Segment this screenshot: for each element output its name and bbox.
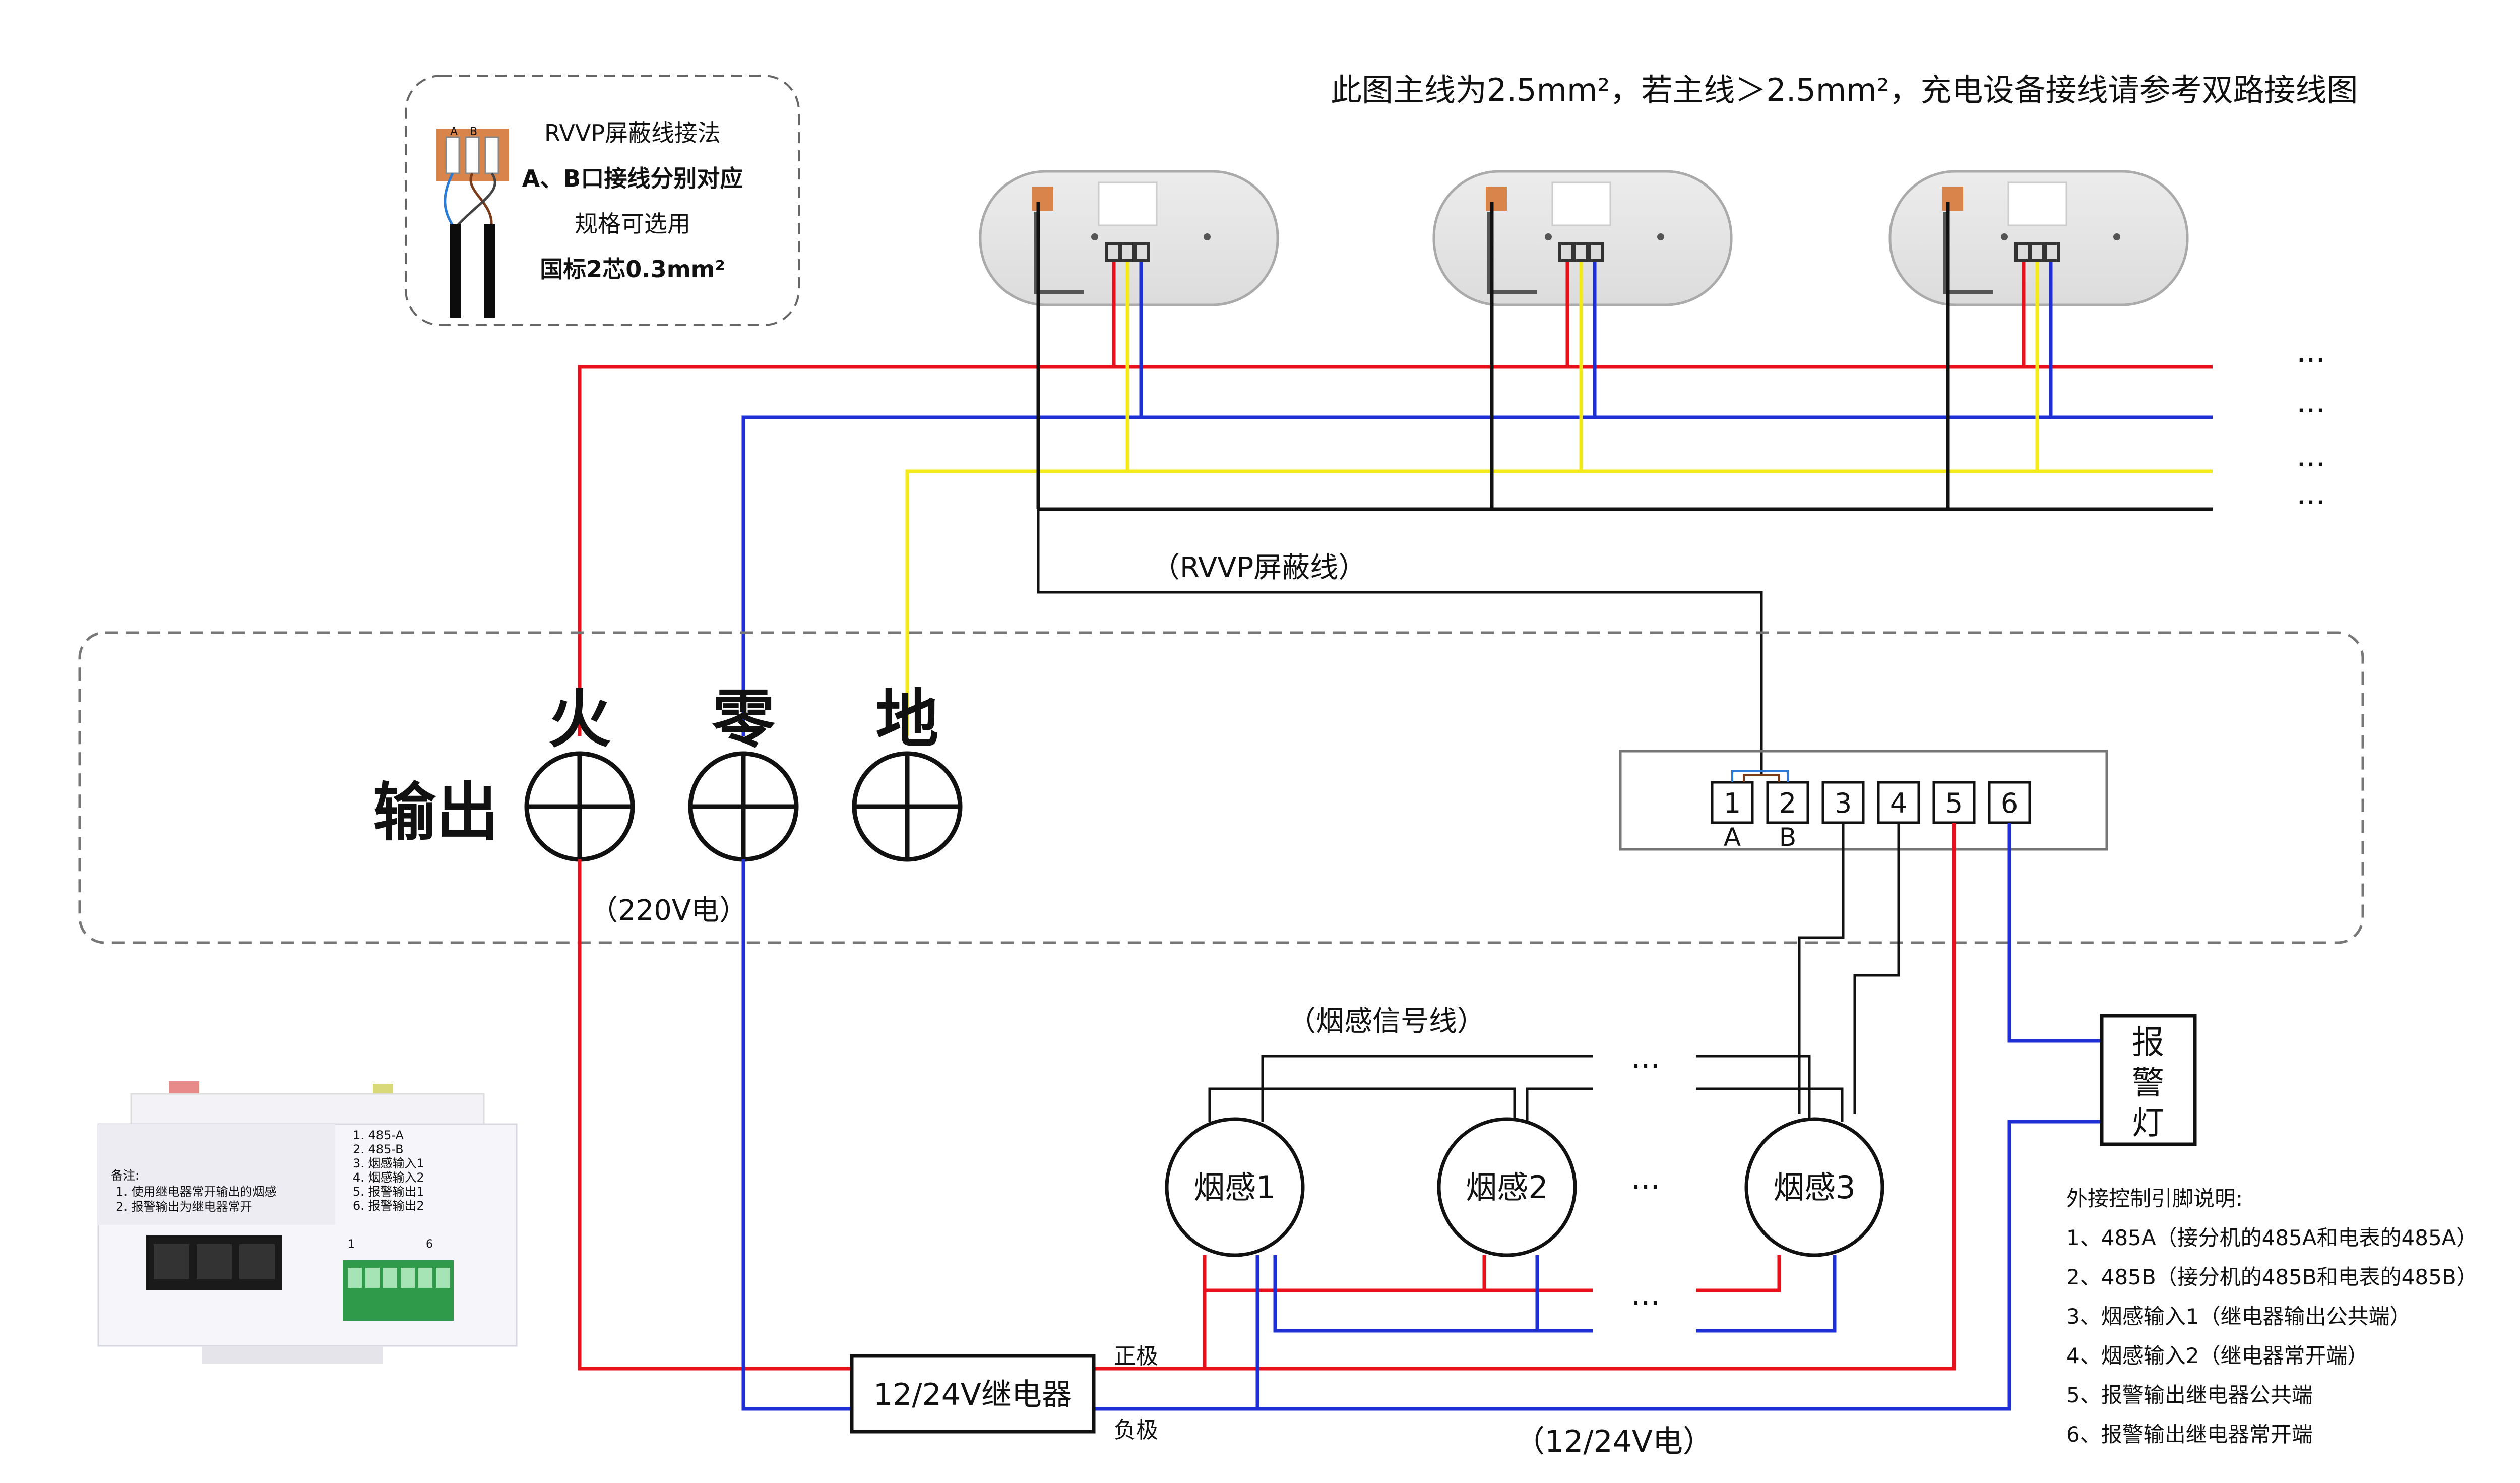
terminal-pin-1 (1711, 781, 1754, 824)
pin-legend: 外接控制引脚说明: 1、485A（接分机的485A和电表的485A） 2、485… (2066, 1186, 2478, 1447)
pin-legend-item-2: 2、485B（接分机的485B和电表的485B） (2066, 1265, 2478, 1289)
control-terminal-block: 1 2 3 4 5 6 A B (1619, 750, 2108, 852)
terminal-pin-5 (1932, 781, 1976, 824)
svg-text:烟感1: 烟感1 (1193, 1169, 1276, 1206)
charging-device-2 (1432, 170, 1733, 306)
relay-negative-label: 负极 (1114, 1417, 1158, 1443)
pin-legend-title: 外接控制引脚说明: (2066, 1186, 2243, 1211)
relay-label: 12/24V继电器 (873, 1377, 1072, 1412)
output-label: 输出 (373, 776, 499, 849)
svg-text:3: 3 (1835, 787, 1852, 819)
bus-continuation-ground: ··· (2296, 447, 2325, 482)
cable-legend-line-4: 国标2芯0.3mm² (540, 256, 725, 283)
bus-ground (905, 469, 2213, 736)
bus-neutral (741, 415, 2213, 736)
cable-legend-line-2: A、B口接线分别对应 (522, 165, 743, 192)
svg-text:A: A (450, 126, 458, 138)
svg-text:5: 5 (1945, 787, 1963, 819)
device-note-1: 1. 使用继电器常开输出的烟感 (116, 1185, 277, 1199)
neutral-terminal-icon (688, 751, 799, 862)
svg-text:2: 2 (1779, 787, 1796, 819)
lower-wiring (578, 823, 2102, 1411)
cable-legend-line-1: RVVP屏蔽线接法 (544, 119, 721, 147)
cable-legend: A B RVVP屏蔽线接法 A、B口接线分别对应 规格可选用 国标2芯0.3mm… (405, 75, 800, 326)
ground-label: 地 (876, 683, 939, 756)
bus-continuation-signal: ··· (2296, 485, 2325, 520)
main-bus (578, 202, 2213, 774)
device-pin-4: 4. 烟感输入2 (353, 1170, 424, 1185)
pin-letter-a: A (1724, 823, 1741, 852)
pin-letter-b: B (1779, 823, 1796, 852)
terminal-pin-3 (1821, 781, 1865, 824)
pin-legend-item-6: 6、报警输出继电器常开端 (2066, 1422, 2313, 1447)
smoke-detector-3: 烟感3 (1744, 1117, 1884, 1257)
device-note-title: 备注: (111, 1168, 139, 1183)
alarm-lamp-char-1: 报 (2132, 1024, 2164, 1062)
pin-legend-item-5: 5、报警输出继电器公共端 (2066, 1383, 2313, 1407)
charging-device-3 (1888, 170, 2189, 306)
mains-220v-label: （220V电） (590, 894, 747, 927)
device-pin-6: 6. 报警输出2 (353, 1199, 424, 1213)
svg-text:4: 4 (1890, 787, 1907, 819)
dc-supply-label: （12/24V电） (1515, 1424, 1713, 1459)
live-terminal-icon (524, 751, 635, 862)
device-green-terminal (343, 1260, 454, 1321)
device-pin-5: 5. 报警输出1 (353, 1185, 424, 1199)
device-note-2: 2. 报警输出为继电器常开 (116, 1200, 253, 1214)
smoke-signal-continuation: ··· (1631, 1048, 1660, 1084)
header-note: 此图主线为2.5mm²，若主线＞2.5mm²，充电设备接线请参考双路接线图 (1331, 72, 2358, 108)
alarm-lamp-char-2: 警 (2132, 1065, 2164, 1102)
charging-device-1 (979, 170, 1279, 306)
svg-text:6: 6 (2001, 787, 2018, 819)
relay-positive-label: 正极 (1114, 1343, 1158, 1369)
svg-text:烟感3: 烟感3 (1773, 1169, 1855, 1206)
live-label: 火 (548, 683, 611, 756)
alarm-lamp: 报 警 灯 (2100, 1014, 2197, 1146)
bus-continuation-live: ··· (2296, 343, 2325, 378)
neutral-label: 零 (712, 683, 776, 756)
rvvp-cable-label: （RVVP屏蔽线） (1152, 551, 1366, 584)
pin-legend-item-4: 4、烟感输入2（继电器常开端） (2066, 1343, 2368, 1368)
device-pin-start: 1 (348, 1238, 355, 1251)
device-pin-3: 3. 烟感输入1 (353, 1156, 424, 1170)
pin-legend-item-3: 3、烟感输入1（继电器输出公共端） (2066, 1304, 2411, 1329)
alarm-lamp-char-3: 灯 (2132, 1105, 2164, 1142)
pin-legend-item-1: 1、485A（接分机的485A和电表的485A） (2066, 1225, 2477, 1250)
svg-text:1: 1 (1724, 787, 1741, 819)
cable-legend-line-3: 规格可选用 (575, 210, 690, 237)
cable-connector-icon: A B (436, 126, 509, 318)
svg-text:B: B (470, 126, 477, 138)
controller-enclosure (78, 631, 2364, 944)
device-pin-2: 2. 485-B (353, 1142, 404, 1156)
svg-text:烟感2: 烟感2 (1466, 1169, 1548, 1206)
smoke-power-continuation: ··· (1631, 1285, 1660, 1321)
smoke-continuation: ··· (1631, 1169, 1660, 1205)
cable-legend-frame (405, 75, 800, 326)
smoke-signal-label: （烟感信号线） (1288, 1005, 1485, 1038)
device-pin-1: 1. 485-A (353, 1128, 404, 1142)
relay-box: 12/24V继电器 (850, 1354, 1096, 1434)
smoke-detector-1: 烟感1 (1165, 1117, 1305, 1257)
controller-device-photo: 备注: 1. 使用继电器常开输出的烟感 2. 报警输出为继电器常开 1. 485… (97, 1081, 518, 1364)
bus-continuation-neutral: ··· (2296, 393, 2325, 428)
ground-terminal-icon (852, 751, 963, 862)
device-pin-end: 6 (426, 1238, 433, 1251)
bus-live (578, 365, 2213, 736)
smoke-detector-2: 烟感2 (1437, 1117, 1577, 1257)
